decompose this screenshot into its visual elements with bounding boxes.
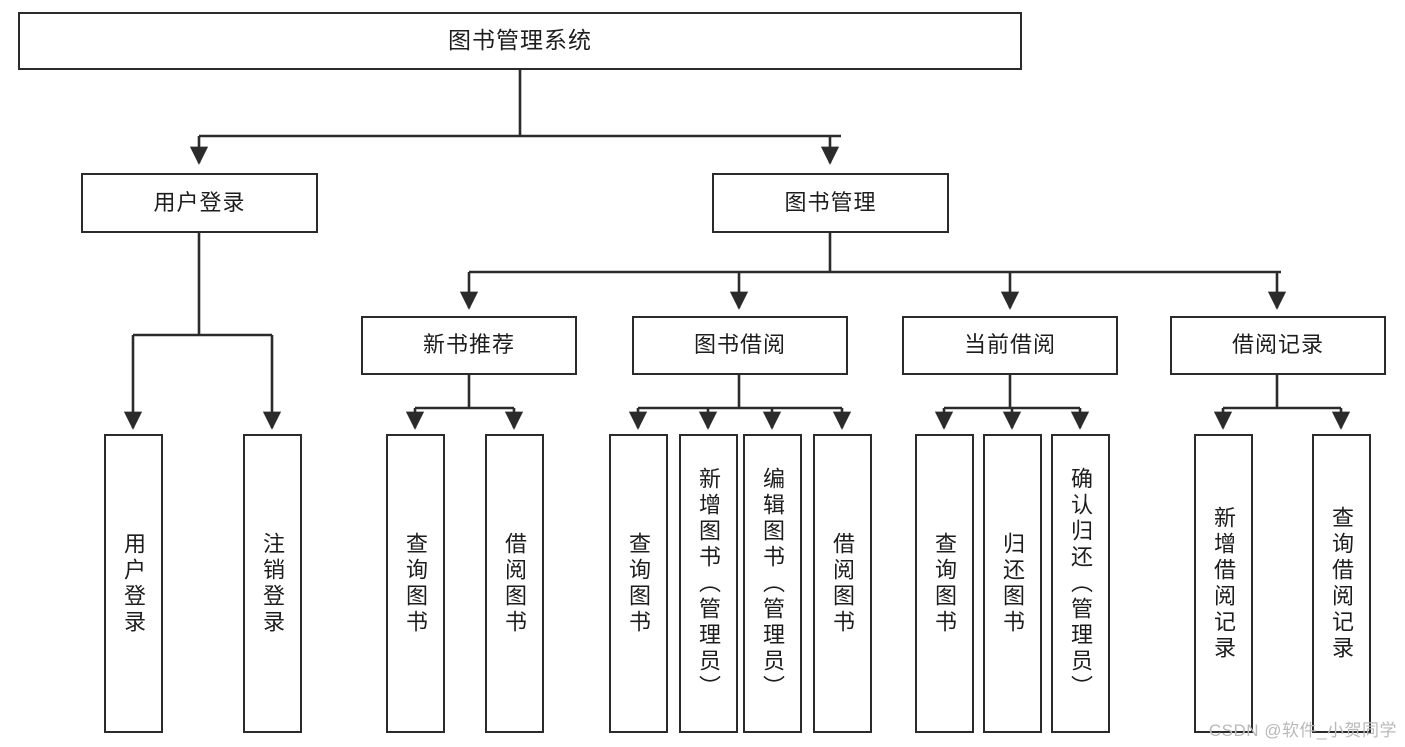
leaf-borrow-query-book[interactable]: 查询图书 <box>609 434 668 733</box>
node-label: 注销登录 <box>260 531 286 636</box>
leaf-current-confirm-return-admin[interactable]: 确认归还（管理员） <box>1051 434 1110 733</box>
leaf-borrow-edit-book-admin[interactable]: 编辑图书（管理员） <box>743 434 802 733</box>
leaf-new-book-query-book[interactable]: 查询图书 <box>386 434 445 733</box>
leaf-logout-login[interactable]: 注销登录 <box>243 434 302 733</box>
node-label: 借阅记录 <box>1231 332 1324 358</box>
node-label: 图书管理系统 <box>448 27 592 54</box>
node-label: 编辑图书（管理员） <box>760 466 786 701</box>
node-new-book-recommend[interactable]: 新书推荐 <box>361 316 577 375</box>
leaf-borrow-add-book-admin[interactable]: 新增图书（管理员） <box>679 434 738 733</box>
node-label: 归还图书 <box>1000 531 1026 636</box>
leaf-record-query-borrow-record[interactable]: 查询借阅记录 <box>1312 434 1371 733</box>
node-label: 用户登录 <box>153 189 246 215</box>
leaf-record-add-borrow-record[interactable]: 新增借阅记录 <box>1194 434 1253 733</box>
node-label: 新书推荐 <box>422 332 515 358</box>
leaf-user-login[interactable]: 用户登录 <box>104 434 163 733</box>
node-label: 查询图书 <box>403 531 429 636</box>
node-user-login[interactable]: 用户登录 <box>81 173 318 233</box>
node-current-borrow[interactable]: 当前借阅 <box>902 316 1118 375</box>
node-label: 查询图书 <box>626 531 652 636</box>
csdn-watermark: CSDN @软件_小贺同学 <box>1208 721 1397 740</box>
leaf-borrow-borrow-book[interactable]: 借阅图书 <box>813 434 872 733</box>
leaf-current-query-book[interactable]: 查询图书 <box>915 434 974 733</box>
node-label: 借阅图书 <box>502 531 528 636</box>
node-label: 图书借阅 <box>693 332 786 358</box>
node-label: 图书管理 <box>784 189 877 215</box>
node-label: 新增图书（管理员） <box>696 466 722 701</box>
leaf-new-book-borrow-book[interactable]: 借阅图书 <box>485 434 544 733</box>
node-label: 查询图书 <box>932 531 958 636</box>
node-label: 新增借阅记录 <box>1211 505 1237 662</box>
node-label: 当前借阅 <box>963 332 1056 358</box>
node-label: 确认归还（管理员） <box>1068 466 1094 701</box>
node-borrow-record[interactable]: 借阅记录 <box>1170 316 1386 375</box>
leaf-current-return-book[interactable]: 归还图书 <box>983 434 1042 733</box>
node-root-book-management-system[interactable]: 图书管理系统 <box>18 12 1022 70</box>
node-book-management[interactable]: 图书管理 <box>712 173 949 233</box>
node-book-borrow[interactable]: 图书借阅 <box>632 316 848 375</box>
node-label: 用户登录 <box>121 531 147 636</box>
node-label: 查询借阅记录 <box>1329 505 1355 662</box>
node-label: 借阅图书 <box>830 531 856 636</box>
